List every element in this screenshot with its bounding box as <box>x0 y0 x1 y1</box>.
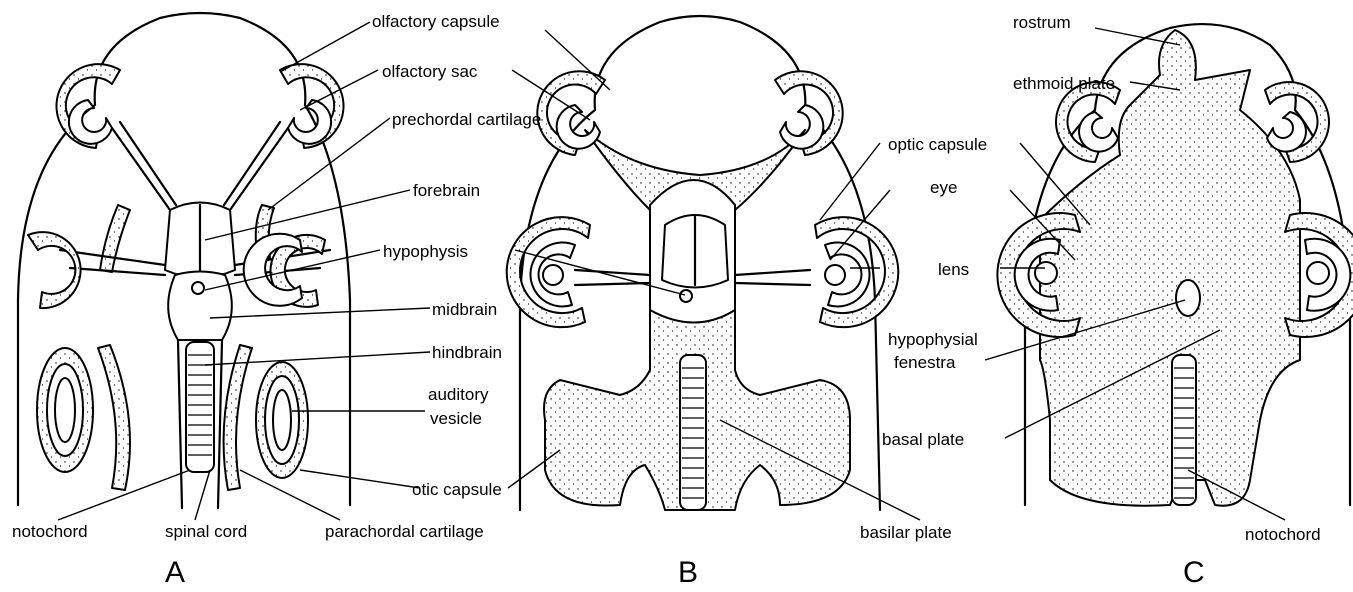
label-hypophysial-fenestra-line1: hypophysial <box>888 330 978 349</box>
label-otic-capsule: otic capsule <box>412 480 502 499</box>
auditory-vesicle-right-a <box>273 390 291 450</box>
panel-c-drawing <box>997 24 1353 506</box>
notochord-a <box>186 342 214 472</box>
label-rostrum: rostrum <box>1013 13 1071 32</box>
auditory-vesicle-left-a <box>55 378 75 442</box>
olfactory-sac-right-a <box>288 100 331 144</box>
panel-a-drawing <box>18 13 350 508</box>
label-olfactory-sac: olfactory sac <box>382 62 478 81</box>
label-optic-capsule: optic capsule <box>888 135 987 154</box>
chondrocranium-c <box>1040 30 1300 506</box>
olfactory-sac-right-b <box>780 105 823 149</box>
label-notochord-c: notochord <box>1245 525 1321 544</box>
olfactory-tract-right-a <box>224 122 288 210</box>
hypophysis-a <box>192 282 204 294</box>
parachordal-cartilage-left-a <box>98 345 130 490</box>
label-eye: eye <box>930 178 957 197</box>
label-lens: lens <box>938 260 969 279</box>
panel-letter-b: B <box>678 556 698 589</box>
parachordal-cartilage-right-a <box>224 345 252 490</box>
label-hypophysis: hypophysis <box>383 242 468 261</box>
hypophysis-b <box>680 290 692 302</box>
label-olfactory-capsule: olfactory capsule <box>372 12 500 31</box>
optic-capsule-left-a <box>28 232 81 308</box>
label-basal-plate: basal plate <box>882 430 964 449</box>
lens-c <box>1035 262 1057 284</box>
olfactory-tract-left-a <box>112 122 176 210</box>
prechordal-cartilage-left-a <box>100 205 130 272</box>
label-notochord-a: notochord <box>12 522 88 541</box>
label-auditory-vesicle-line1: auditory <box>428 385 489 404</box>
label-spinal-cord: spinal cord <box>165 522 247 541</box>
lens-b <box>825 265 845 285</box>
label-midbrain: midbrain <box>432 300 497 319</box>
panel-letter-c: C <box>1183 556 1205 589</box>
label-auditory-vesicle-line2: vesicle <box>430 409 482 428</box>
panel-letter-a: A <box>165 556 185 589</box>
label-hindbrain: hindbrain <box>432 343 502 362</box>
label-parachordal-cartilage: parachordal cartilage <box>325 522 484 541</box>
label-basilar-plate: basilar plate <box>860 523 952 542</box>
label-forebrain: forebrain <box>413 181 480 200</box>
hypophysial-fenestra-c <box>1176 280 1200 316</box>
label-ethmoid-plate: ethmoid plate <box>1013 74 1115 93</box>
label-hypophysial-fenestra-line2: fenestra <box>894 353 956 372</box>
label-prechordal-cartilage: prechordal cartilage <box>392 110 541 129</box>
olfactory-sac-left-a <box>69 100 112 144</box>
